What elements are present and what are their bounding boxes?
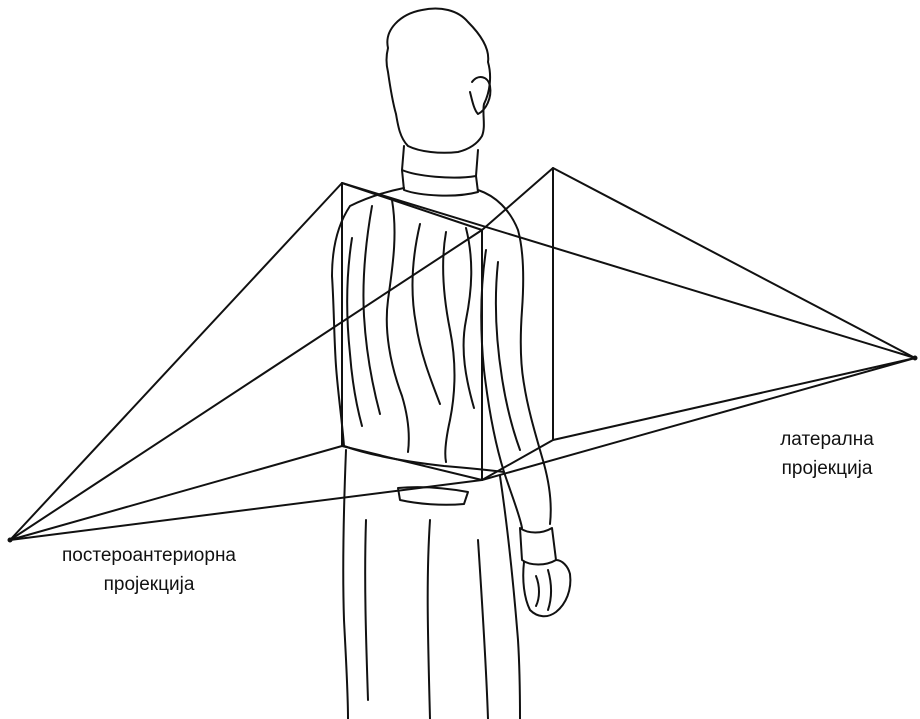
sleeve-cuff: [520, 528, 556, 565]
posteroanterior-projection-label: постероантериорна пројекција: [18, 541, 280, 599]
pa-detector-plane: [342, 183, 482, 480]
trousers-left-edge: [343, 450, 348, 719]
lateral-label-line1: латерална: [752, 425, 902, 454]
shirt-hem: [344, 446, 504, 472]
shirt-fold: [443, 232, 454, 462]
hand: [523, 560, 570, 616]
shirt-fold: [496, 262, 520, 450]
shirt-right-shoulder: [478, 190, 551, 524]
shirt-fold: [464, 228, 474, 408]
lateral-source-point: [914, 357, 917, 360]
shirt-fold: [347, 238, 362, 426]
shirt-fold: [413, 224, 440, 404]
shirt-fold: [363, 206, 380, 414]
collar: [402, 146, 478, 178]
trousers-crease: [428, 520, 430, 719]
hand-fingers: [536, 570, 551, 610]
pa-source-point: [9, 539, 12, 542]
person-figure: [332, 9, 570, 719]
lateral-label-line2: пројекција: [752, 454, 902, 483]
lateral-detector-plane: [482, 168, 553, 480]
trousers-crease: [478, 540, 488, 719]
head-outline: [387, 9, 491, 153]
pa-label-line1: постероантериорна: [18, 541, 280, 570]
lateral-projection-label: латерална пројекција: [752, 425, 902, 483]
trousers-crease: [365, 520, 368, 700]
pa-label-line2: пројекција: [18, 570, 280, 599]
shirt-fold: [387, 200, 409, 452]
